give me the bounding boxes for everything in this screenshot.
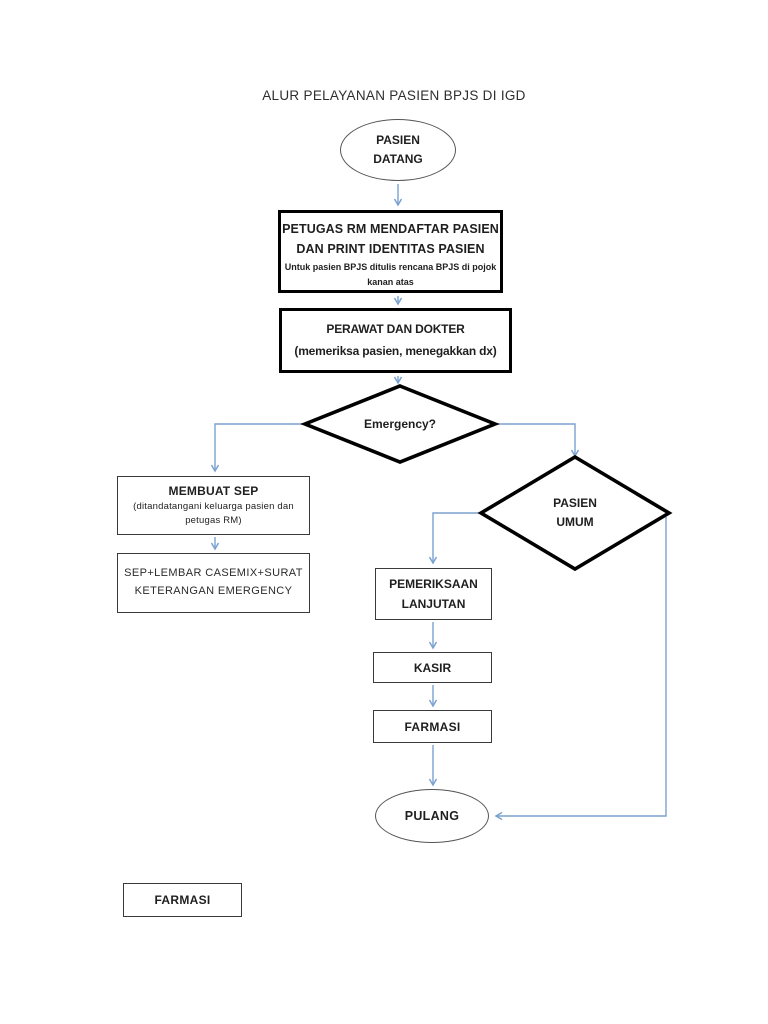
connector-emergency-to-pasien-umum <box>493 423 580 458</box>
node-petugas-rm: PETUGAS RM MENDAFTAR PASIEN DAN PRINT ID… <box>278 210 503 293</box>
node-farmasi-bottom: FARMASI <box>123 883 242 917</box>
node-pulang: PULANG <box>375 789 489 843</box>
node-perawat-dokter-line2: (memeriksa pasien, menegakkan dx) <box>294 343 497 358</box>
node-kasir: KASIR <box>373 652 492 683</box>
node-membuat-sep-subtitle-line1: (ditandatangani keluarga pasien dan <box>133 500 294 512</box>
node-pasien-datang: PASIEN DATANG <box>340 119 456 181</box>
decision-emergency-label: Emergency? <box>363 416 437 431</box>
node-petugas-rm-line2: DAN PRINT IDENTITAS PASIEN <box>296 241 485 256</box>
node-perawat-dokter-line1: PERAWAT DAN DOKTER <box>326 321 465 336</box>
node-farmasi-bottom-label: FARMASI <box>154 893 211 907</box>
node-pasien-datang-line1: PASIEN <box>376 133 420 148</box>
node-perawat-dokter: PERAWAT DAN DOKTER (memeriksa pasien, me… <box>279 308 512 373</box>
decision-pasien-umum-line1: PASIEN <box>553 496 597 511</box>
node-sep-lembar-casemix: SEP+LEMBAR CASEMIX+SURAT KETERANGAN EMER… <box>117 553 310 613</box>
decision-emergency: Emergency? <box>303 386 497 462</box>
node-pemeriksaan-lanjutan-line2: LANJUTAN <box>401 597 466 611</box>
node-petugas-rm-note-line1: Untuk pasien BPJS ditulis rencana BPJS d… <box>284 261 497 272</box>
page-title: ALUR PELAYANAN PASIEN BPJS DI IGD <box>262 88 526 103</box>
node-sep-lembar-casemix-line1: SEP+LEMBAR CASEMIX+SURAT <box>124 567 303 580</box>
decision-pasien-umum-shape <box>477 454 673 572</box>
node-pasien-datang-line2: DATANG <box>373 152 423 166</box>
node-pemeriksaan-lanjutan-line1: PEMERIKSAAN <box>389 576 478 591</box>
node-farmasi-label: FARMASI <box>404 719 461 734</box>
node-petugas-rm-line1: PETUGAS RM MENDAFTAR PASIEN <box>282 221 499 236</box>
node-membuat-sep-subtitle-line2: petugas RM) <box>185 514 242 526</box>
decision-pasien-umum: PASIEN UMUM <box>479 457 671 569</box>
decision-pasien-umum-line2: UMUM <box>556 515 594 529</box>
connector-emergency-to-membuat-sep <box>210 423 309 473</box>
node-sep-lembar-casemix-line2: KETERANGAN EMERGENCY <box>134 585 293 597</box>
decision-emergency-shape <box>300 384 500 464</box>
node-pemeriksaan-lanjutan: PEMERIKSAAN LANJUTAN <box>375 568 492 620</box>
node-membuat-sep: MEMBUAT SEP (ditandatangani keluarga pas… <box>117 476 310 535</box>
node-membuat-sep-title: MEMBUAT SEP <box>168 483 259 498</box>
node-pulang-label: PULANG <box>404 809 460 823</box>
node-farmasi: FARMASI <box>373 710 492 743</box>
node-petugas-rm-note-line2: kanan atas <box>367 277 414 287</box>
node-kasir-label: KASIR <box>413 660 452 675</box>
